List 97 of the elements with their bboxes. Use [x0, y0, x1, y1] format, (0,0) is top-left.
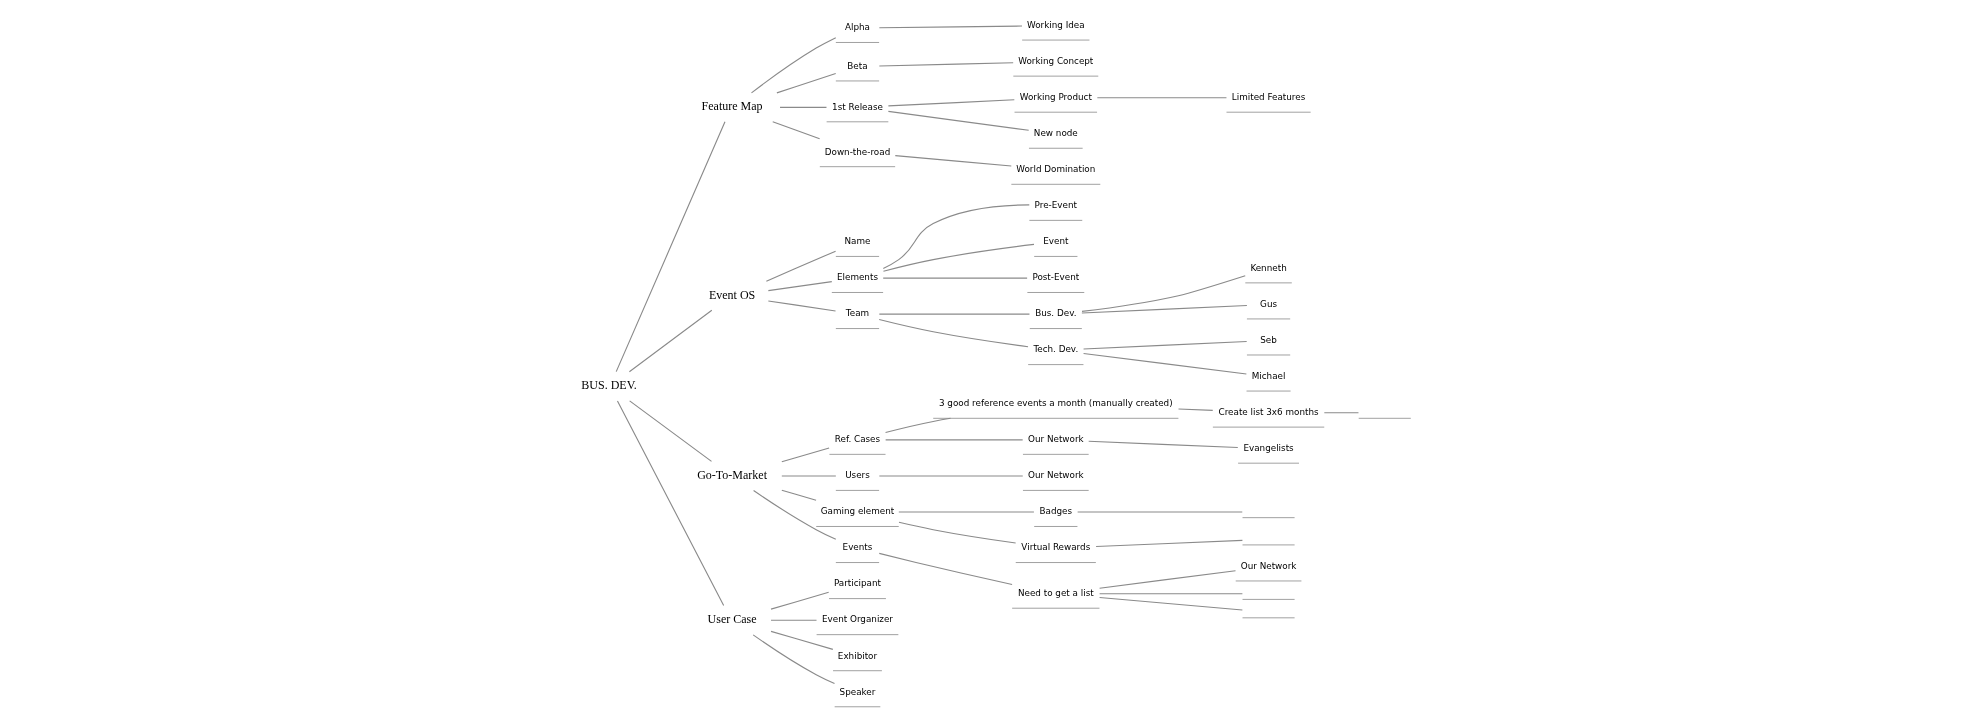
connector: [1099, 593, 1243, 595]
node-text: Down-the-road: [824, 146, 891, 157]
connector: [629, 400, 713, 462]
node-text: Events: [842, 542, 873, 553]
node-text: Bus. Dev.: [1035, 308, 1077, 319]
node-text: New node: [1033, 128, 1078, 139]
node-text: Elements: [836, 272, 878, 283]
connector: [750, 37, 837, 94]
node-text: Working Product: [1019, 92, 1092, 103]
node-text: Alpha: [844, 22, 870, 33]
node-text: Seb: [1260, 334, 1277, 345]
node-text: Name: [844, 236, 871, 247]
node-text: Ref. Cases: [834, 434, 881, 445]
node-text: 3 good reference events a month (manually created): [938, 398, 1173, 409]
connector: [781, 447, 830, 463]
node-text: Need to get a list: [1017, 588, 1094, 599]
connector: [615, 121, 726, 373]
node-text: Tech. Dev.: [1033, 344, 1079, 355]
connector: [1099, 597, 1243, 611]
connector: [898, 511, 1035, 513]
connector: [882, 277, 1028, 279]
connector: [752, 634, 836, 685]
node-text: Working Idea: [1026, 19, 1085, 30]
connector: [878, 25, 1023, 29]
node-text: Our Network: [1027, 470, 1084, 481]
connector: [776, 72, 837, 94]
connector: [1099, 570, 1237, 589]
connector: [898, 521, 1017, 544]
connector: [767, 281, 833, 292]
node-text: Virtual Rewards: [1021, 542, 1091, 553]
connector: [887, 110, 1030, 131]
node-text: Our Network: [1027, 434, 1084, 445]
connector: [1081, 275, 1246, 312]
connector: [765, 250, 837, 282]
connector: [882, 243, 1035, 272]
node-text: Event: [1043, 236, 1069, 247]
connector: [1083, 353, 1247, 375]
node-text: Michael: [1251, 370, 1286, 381]
connector: [781, 489, 817, 501]
connector: [878, 313, 1031, 315]
node-text: 1st Release: [832, 101, 883, 112]
node-text: Beta: [847, 60, 868, 71]
node-text: Post-Event: [1032, 272, 1080, 283]
connector: [767, 300, 837, 312]
node-text: Team: [845, 308, 870, 319]
connector: [781, 475, 837, 477]
node-text: Pre-Event: [1034, 200, 1077, 211]
connector: [1077, 511, 1243, 513]
connector: [885, 439, 1024, 441]
node-line: [1242, 617, 1295, 619]
node-text: Working Concept: [1018, 55, 1094, 66]
node-text: Users: [845, 470, 870, 481]
node-text: Create list 3x6 months: [1218, 406, 1319, 417]
connector: [885, 417, 952, 434]
connector: [882, 204, 1030, 270]
connector: [1323, 412, 1360, 414]
node-text: Kenneth: [1250, 262, 1287, 273]
connector: [1096, 97, 1227, 99]
connector: [770, 630, 834, 650]
connector: [616, 400, 725, 607]
node-text: Our Network: [1240, 560, 1297, 571]
connector: [753, 490, 837, 540]
node-line: [1242, 517, 1295, 519]
connector: [1088, 440, 1239, 449]
node-text: User Case: [707, 612, 757, 627]
node-text: Event Organizer: [821, 614, 893, 625]
node-text: Go-To-Market: [697, 467, 767, 482]
connector: [1081, 304, 1248, 314]
connector: [878, 475, 1024, 477]
node-text: Event OS: [708, 287, 756, 302]
node-text: Gaming element: [820, 506, 895, 517]
node-text: Feature Map: [701, 99, 763, 114]
node-text: Exhibitor: [837, 650, 878, 661]
connector: [887, 99, 1015, 107]
connector: [1177, 408, 1214, 411]
node-text: Participant: [833, 578, 882, 589]
node-line: [1358, 417, 1412, 419]
connector: [772, 121, 821, 140]
connector: [770, 591, 830, 610]
node-text: Limited Features: [1231, 92, 1306, 103]
connector: [878, 552, 1013, 585]
node-text: Badges: [1039, 506, 1073, 517]
connector: [1083, 340, 1248, 350]
connector: [1095, 539, 1243, 547]
node-line: [1242, 599, 1295, 600]
connector: [878, 318, 1029, 348]
connector: [779, 106, 828, 108]
node-text: Speaker: [839, 686, 876, 697]
node-line: [1242, 544, 1295, 546]
connector: [878, 62, 1014, 67]
node-text: BUS. DEV.: [581, 378, 637, 393]
node-text: World Domination: [1016, 164, 1096, 175]
node-text: Evangelists: [1243, 442, 1294, 453]
connector: [894, 155, 1012, 167]
node-text: Gus: [1260, 298, 1278, 309]
connector: [770, 619, 818, 621]
connector: [628, 309, 713, 373]
